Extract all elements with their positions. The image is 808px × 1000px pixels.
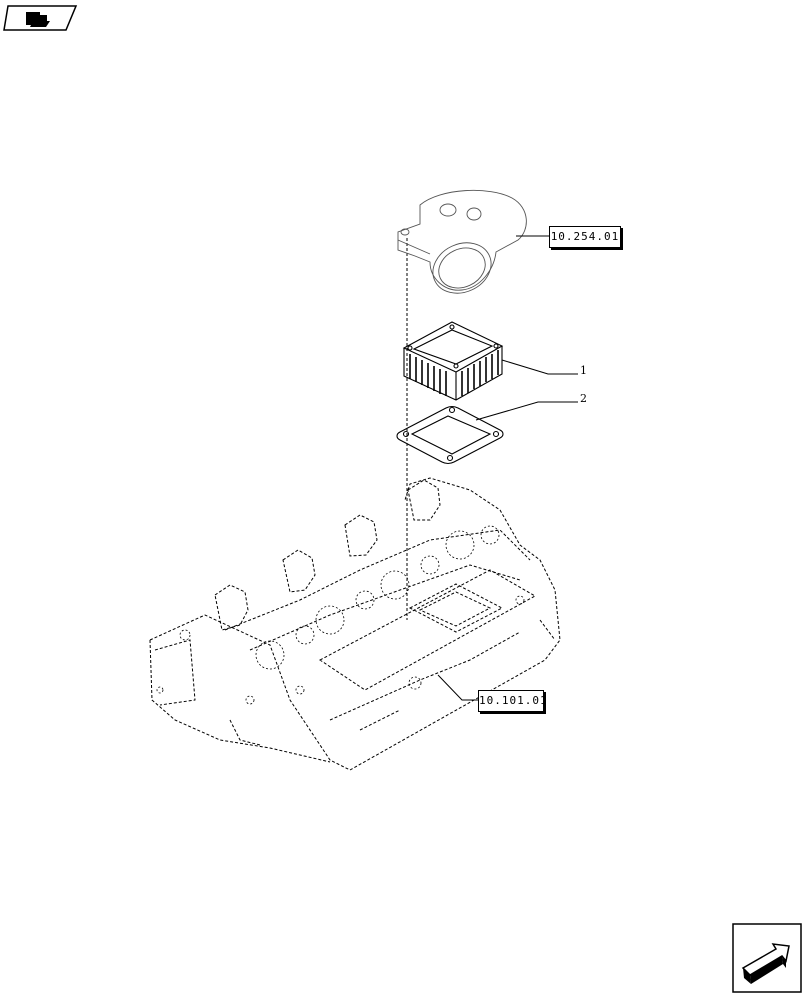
- next-page-arrow-icon[interactable]: [732, 923, 802, 993]
- callout-number-spacer: 1: [580, 364, 587, 377]
- outlet-pipe-part: [397, 189, 527, 294]
- gasket-part: [396, 405, 504, 465]
- callout-number-gasket: 2: [580, 392, 587, 405]
- leader-lines: [437, 235, 578, 701]
- outlet-pipe-reference-label[interactable]: 10.254.01: [549, 226, 621, 248]
- book-navigation-icon[interactable]: [3, 5, 78, 31]
- spacer-block-part: [402, 321, 504, 401]
- cylinder-head-reference-label[interactable]: 10.101.01: [478, 690, 547, 712]
- cylinder-head-part: [149, 477, 561, 771]
